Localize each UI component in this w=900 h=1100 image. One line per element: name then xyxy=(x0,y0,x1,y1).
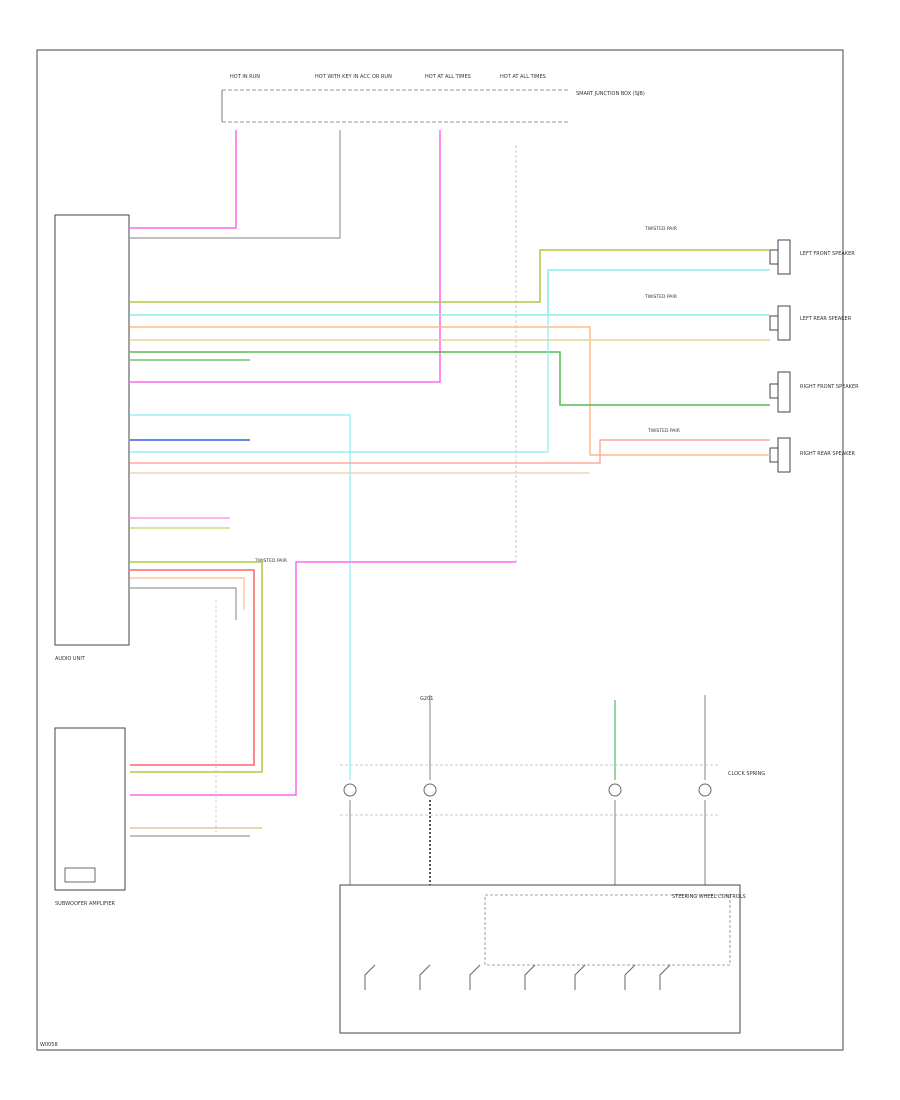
diagram-frame xyxy=(36,49,844,1051)
lr-speaker-label: LEFT REAR SPEAKER xyxy=(800,316,852,322)
clock-spring-label: CLOCK SPRING xyxy=(728,771,765,777)
clock-spring-connectors: CLOCK SPRING xyxy=(343,771,765,797)
fuse-label-c: HOT AT ALL TIMES xyxy=(425,74,471,80)
audio-unit-label: AUDIO UNIT xyxy=(55,656,86,662)
fuse-box-label: SMART JUNCTION BOX (SJB) xyxy=(576,91,645,97)
rf-speaker-label: RIGHT FRONT SPEAKER xyxy=(800,384,859,390)
twisted-pair-1: TWISTED PAIR xyxy=(644,226,677,232)
ground-label: G201 xyxy=(420,696,433,702)
footer-id: W0058 xyxy=(40,1042,58,1048)
twisted-pair-2: TWISTED PAIR xyxy=(644,294,677,300)
twisted-pair-3: TWISTED PAIR xyxy=(647,428,680,434)
wires xyxy=(130,130,770,885)
subwoofer-amp: SUBWOOFER AMPLIFIER xyxy=(54,727,126,907)
fuse-label-b: HOT WITH KEY IN ACC OR RUN xyxy=(315,74,392,80)
fuse-label-d: HOT AT ALL TIMES xyxy=(500,74,546,80)
fuse-box: HOT IN RUN HOT WITH KEY IN ACC OR RUN HO… xyxy=(221,74,645,123)
rf-speaker: RIGHT FRONT SPEAKER xyxy=(769,371,859,413)
fuse-label-a: HOT IN RUN xyxy=(230,74,260,80)
steering-controls-label: STEERING WHEEL CONTROLS xyxy=(672,894,746,900)
lf-speaker-label: LEFT FRONT SPEAKER xyxy=(800,251,855,257)
twisted-pair-4: TWISTED PAIR xyxy=(254,558,287,564)
audio-unit: AUDIO UNIT xyxy=(54,214,130,662)
amp-label: SUBWOOFER AMPLIFIER xyxy=(55,901,116,907)
steering-controls: STEERING WHEEL CONTROLS xyxy=(339,884,746,1034)
lr-speaker: LEFT REAR SPEAKER xyxy=(769,305,852,341)
rr-speaker-label: RIGHT REAR SPEAKER xyxy=(800,451,856,457)
lf-speaker: LEFT FRONT SPEAKER xyxy=(769,239,855,275)
